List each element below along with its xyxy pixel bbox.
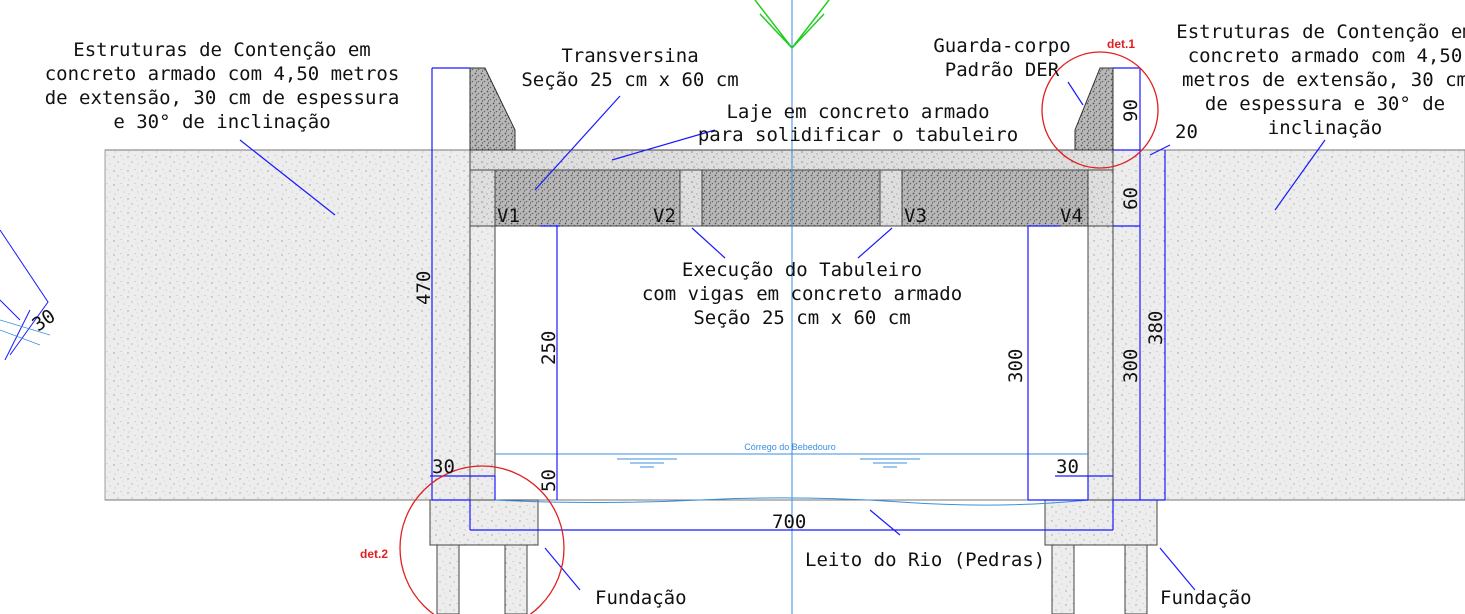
detail-2-label: det.2 <box>360 547 388 561</box>
slab-label-2: para solidificar o tabuleiro <box>698 124 1018 146</box>
slab-label-1: Laje em concreto armado <box>726 101 989 123</box>
dimension-lines <box>430 67 1166 531</box>
left-wall-label-2: concreto armado com 4,50 metros <box>45 63 400 85</box>
pile-left-1 <box>436 544 460 614</box>
left-wall-label-1: Estruturas de Contenção em <box>73 39 370 61</box>
guardrail-right <box>1074 67 1114 151</box>
deck-label-1: Execução do Tabuleiro <box>682 259 922 281</box>
beam-v2 <box>679 169 703 227</box>
dim-water-depth: 50 <box>538 469 560 492</box>
pile-left-2 <box>504 544 528 614</box>
water-symbol-right <box>860 458 920 468</box>
detail-1-label: det.1 <box>1107 37 1135 51</box>
riverbed-label: Leito do Rio (Pedras) <box>805 549 1045 571</box>
dim-clear-right-inner: 300 <box>1005 349 1027 383</box>
beam-label-v3: V3 <box>904 205 927 227</box>
footing-right <box>1044 499 1158 546</box>
soil-right <box>1112 149 1465 501</box>
dim-clearance-left: 250 <box>538 331 560 365</box>
transversina-label-1: Transversina <box>561 45 698 67</box>
pile-right-1 <box>1051 544 1075 614</box>
side-detail-lines <box>0 319 51 346</box>
dim-guardrail-height: 90 <box>1120 99 1142 122</box>
soil-left <box>104 149 471 501</box>
guardrail-left <box>469 67 516 151</box>
right-wall-label-4: de espessura e 30° de <box>1205 93 1445 115</box>
left-wall-label-4: e 30° de inclinação <box>113 111 330 133</box>
north-arrow <box>754 0 830 50</box>
riverbed-curve <box>494 497 1089 506</box>
dim-beam-height: 60 <box>1120 187 1142 210</box>
water-symbol-left <box>617 458 677 468</box>
detail-circle-2 <box>399 465 565 614</box>
foundation-left-label: Fundação <box>595 587 687 609</box>
beam-label-v2: V2 <box>653 205 676 227</box>
dim-total-left: 470 <box>413 271 435 305</box>
beam-v4 <box>1087 169 1114 227</box>
dim-slab-thickness: 20 <box>1175 121 1198 143</box>
pile-right-2 <box>1124 544 1148 614</box>
footing-left <box>429 499 539 546</box>
dim-clear-right-outer: 300 <box>1120 349 1142 383</box>
left-wall-label-3: de extensão, 30 cm de espessura <box>45 87 400 109</box>
right-wall-label-2: concreto armado com 4,50 <box>1188 45 1463 67</box>
dim-wall-left: 30 <box>432 456 455 478</box>
beam-label-v1: V1 <box>497 205 520 227</box>
beam-v1 <box>469 169 496 227</box>
deck-label-2: com vigas em concreto armado <box>642 283 962 305</box>
transversina-label-2: Seção 25 cm x 60 cm <box>521 69 738 91</box>
guardrail-label-1: Guarda-corpo <box>933 35 1070 57</box>
creek-label: Córrego do Bebedouro <box>744 442 836 452</box>
dim-span: 700 <box>772 511 806 533</box>
dim-total-right: 380 <box>1145 311 1167 345</box>
side-detail-symbol <box>0 229 49 361</box>
detail-circle-1 <box>1041 51 1159 169</box>
dim-side-detail: 30 <box>28 305 59 336</box>
guardrail-label-2: Padrão DER <box>945 59 1060 81</box>
right-wall-label-3: metros de extensão, 30 cm <box>1182 69 1465 91</box>
dim-wall-right: 30 <box>1056 456 1079 478</box>
leader-lines <box>239 81 1326 591</box>
right-wall-label-5: inclinação <box>1268 117 1382 139</box>
foundation-right-label: Fundação <box>1160 587 1252 609</box>
beam-label-v4: V4 <box>1060 205 1083 227</box>
right-wall-label-1: Estruturas de Contenção em <box>1176 21 1465 43</box>
beam-v3 <box>879 169 903 227</box>
deck-label-3: Seção 25 cm x 60 cm <box>693 307 910 329</box>
